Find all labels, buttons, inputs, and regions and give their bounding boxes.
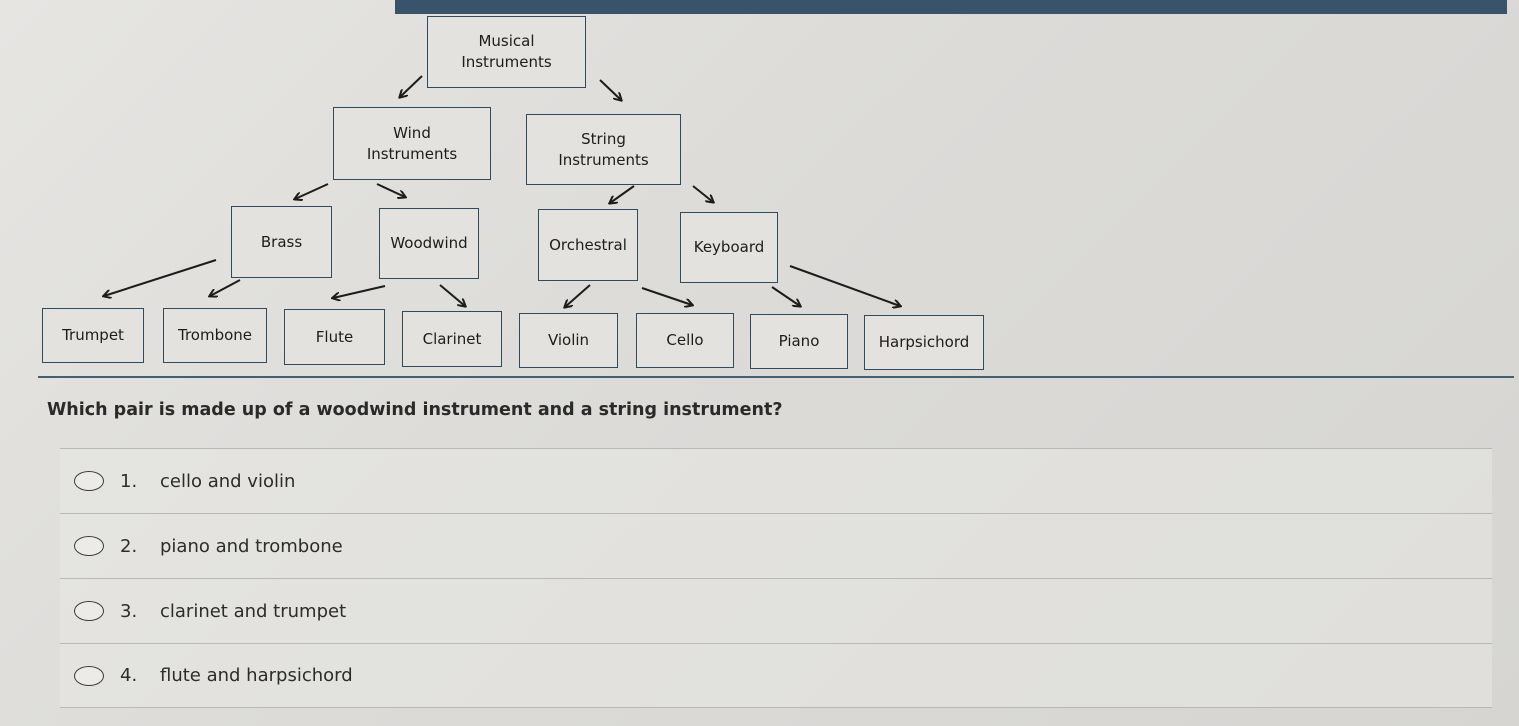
arrow-woodwind-to-flute [333,285,386,298]
node-brass: Brass [231,206,332,278]
node-wind-instruments: Wind Instruments [333,107,491,180]
section-divider [38,376,1514,378]
question-text: Which pair is made up of a woodwind inst… [47,400,783,420]
answer-option-1[interactable]: 1. cello and violin [60,448,1492,513]
arrow-string-to-orchestral [610,185,635,203]
arrow-orchestral-to-cello [641,287,692,305]
node-cello: Cello [636,313,734,368]
arrow-keyboard-to-harpsichord [789,265,900,306]
node-harpsichord: Harpsichord [864,315,984,370]
node-orchestral: Orchestral [538,209,638,281]
radio-button-icon[interactable] [74,471,104,491]
arrow-keyboard-to-piano [771,286,800,306]
option-label: piano and trombone [160,535,343,557]
diagram-arrows [0,75,1519,380]
option-number: 4. [120,665,138,686]
node-musical-instruments: Musical Instruments [427,16,586,88]
node-trombone: Trombone [163,308,267,363]
arrow-root-to-wind [400,75,423,97]
arrow-brass-to-trumpet [104,259,217,296]
arrow-brass-to-trombone [210,279,241,296]
node-string-instruments: String Instruments [526,114,681,185]
option-number: 2. [120,535,138,557]
option-number: 3. [120,600,138,622]
node-trumpet: Trumpet [42,308,144,363]
node-keyboard: Keyboard [680,212,778,283]
option-number: 1. [120,470,138,492]
answer-options: 1. cello and violin 2. piano and trombon… [60,448,1492,708]
answer-option-4[interactable]: 4. flute and harpsichord [60,643,1492,708]
radio-button-icon[interactable] [74,536,104,556]
instrument-tree-diagram: Musical Instruments Wind Instruments Str… [0,16,1519,380]
arrow-root-to-string [599,79,621,100]
node-piano: Piano [750,314,848,369]
arrow-wind-to-woodwind [376,183,405,197]
arrow-wind-to-brass [295,183,329,199]
node-clarinet: Clarinet [402,311,502,367]
option-label: cello and violin [160,470,296,492]
top-strip [395,0,1507,14]
arrow-orchestral-to-violin [565,284,591,307]
option-label: flute and harpsichord [160,665,353,686]
node-violin: Violin [519,313,618,368]
node-woodwind: Woodwind [379,208,479,279]
radio-button-icon[interactable] [74,665,104,686]
answer-option-3[interactable]: 3. clarinet and trumpet [60,578,1492,643]
radio-button-icon[interactable] [74,601,104,621]
answer-option-2[interactable]: 2. piano and trombone [60,513,1492,578]
option-label: clarinet and trumpet [160,600,347,622]
arrow-string-to-keyboard [692,185,713,202]
node-flute: Flute [284,309,385,365]
arrow-woodwind-to-clarinet [439,284,465,306]
